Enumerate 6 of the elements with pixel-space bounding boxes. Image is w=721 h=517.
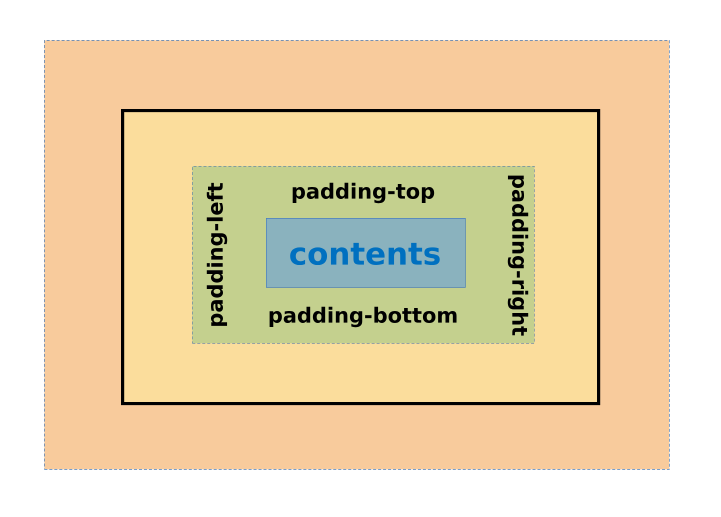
content-label: contents [290, 242, 440, 266]
padding-label: padding-left [206, 182, 228, 326]
padding-label: padding-top [292, 182, 434, 204]
padding-label: padding-bottom [270, 306, 457, 328]
padding-label: padding-right [508, 176, 528, 336]
content-box [266, 218, 466, 288]
